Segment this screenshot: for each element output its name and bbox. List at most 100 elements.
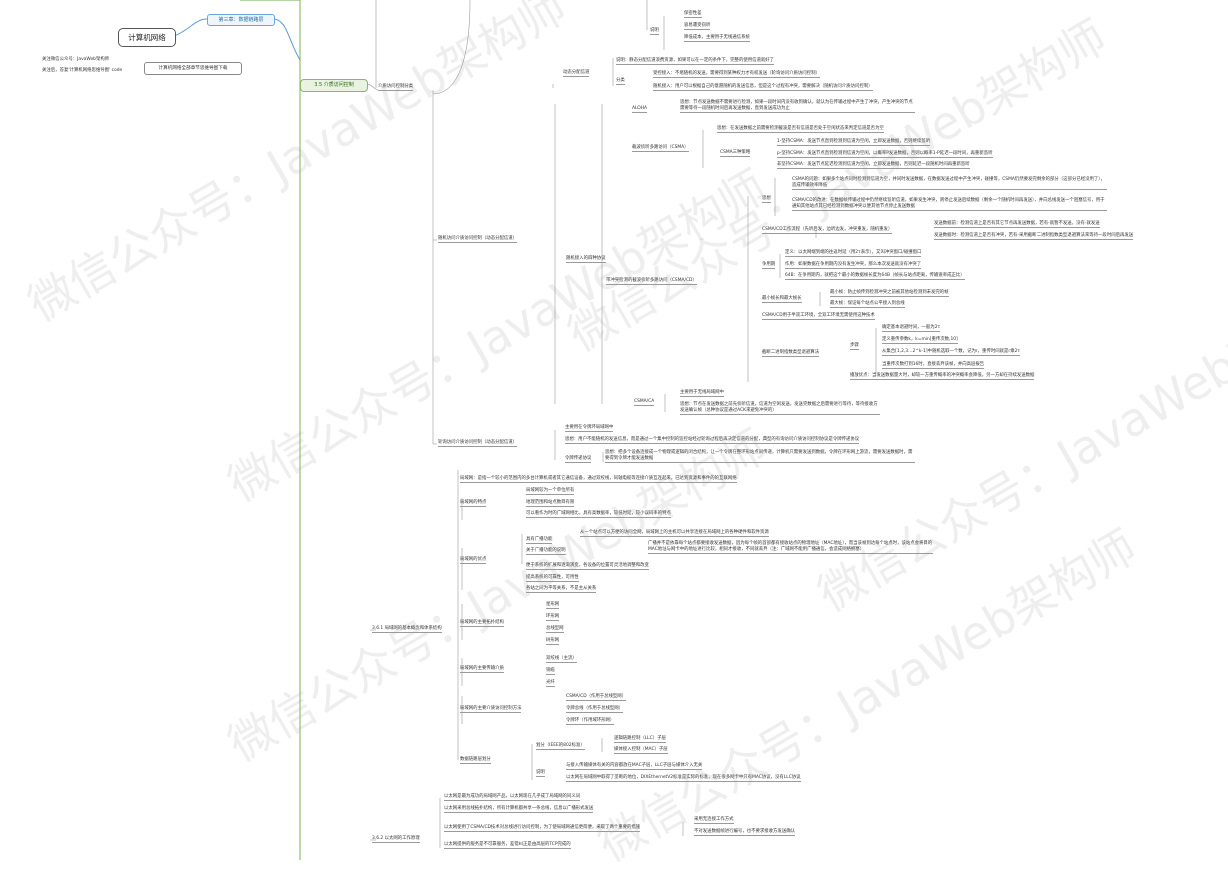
node[interactable]: 载波侦听多路访问（CSMA） [632, 145, 689, 152]
node[interactable]: 64B：在争用期内，就把这个最小的数据帧长度为64B（帧长与站点距离，传输速率成… [785, 273, 965, 280]
node[interactable]: 逻辑链路控制（LLC）子层 [614, 736, 666, 743]
node[interactable]: 提高系统的可靠性，可用性 [526, 575, 579, 582]
connector [272, 18, 301, 61]
node[interactable]: 光纤 [546, 680, 555, 687]
node[interactable]: 截断二进制指数类型退避算法 [762, 350, 820, 357]
connector [173, 18, 208, 37]
node[interactable]: 说明：静态分配信道浪费资源，如果可以在一定的条件下，完整的使用信道就好了 [616, 58, 775, 65]
node[interactable]: 局域网的主要拓扑结构 [460, 620, 504, 627]
node[interactable]: 环形网 [546, 614, 560, 621]
node[interactable]: 定义：以太网端到端的往返时延（用2τ表示），又叫冲突窗口/碰撞窗口 [785, 250, 922, 257]
download-node[interactable]: 计算机网络全部章节思维导图下载 [144, 62, 242, 75]
node[interactable]: CSMA/CD用于半双工环境，全双工环境无需使用这种技术 [762, 313, 875, 320]
node[interactable]: 便于系统的扩展和逐渐演变，各设备的位置可灵活地调整和改变 [526, 563, 649, 570]
node[interactable]: 非坚持CSMA：发送节点延迟检测到信道为空闲，立即发送数据，否则延迟一段随机时间… [777, 162, 970, 169]
node[interactable]: CSMA/CD（作用于总线型网） [566, 694, 627, 701]
node[interactable]: 可以看作为时的广域网相比，具有高数据率，较低时延，较小误码率的特点 [526, 511, 671, 518]
node[interactable]: 受控接入：不堵随机的发送，需要得到某种权力才有权发送（轮询访问介质访问控制） [653, 71, 820, 78]
node[interactable]: 发送数据时：检测信道上是否有冲突，若有-采用截断二进制指数类型退避算法来等待一段… [934, 233, 1134, 240]
node[interactable]: 动态分配信道 [563, 70, 590, 77]
side-note-line: 关注后，答复'计算机网络思维导图' code [42, 68, 123, 73]
node[interactable]: 思想：节点在发送数据之前先侦听信道，信道为空闲发送，发送完数据之后需要进行等待，… [680, 402, 880, 415]
root-node[interactable]: 计算机网络 [118, 28, 176, 47]
node[interactable]: 思想：在发送数据之前需要检测截波是否有信道是否处于空闲状态来判定信道是否为空 [717, 126, 884, 133]
node[interactable]: 以太网在局域网中取得了垄断的地位，DIXEthernetV2标准是实际的标准，现… [566, 775, 801, 782]
node[interactable]: CSMA三种策略 [720, 150, 751, 157]
node[interactable]: p-坚持CSMA：发送节点直到检测到信道为空闲，以概率P发送数据，否则以概率1-… [777, 151, 993, 158]
node[interactable]: 令牌总线（作用于总线型网） [566, 706, 624, 713]
node[interactable]: 从集合[1,2,3…2^k-1]中随机选取一个数，记为r，重传时间就是r乘2τ [882, 349, 1021, 356]
node[interactable]: 局域网的主要传输介质 [460, 666, 504, 673]
node[interactable]: 铜缆 [546, 668, 555, 675]
node[interactable]: 局域网的主要介质访问控制方法 [460, 706, 522, 713]
node[interactable]: CSMA/CA [634, 399, 655, 406]
node[interactable]: 说明 [536, 770, 545, 777]
node[interactable]: 分类 [616, 78, 625, 85]
node[interactable]: 随机访问介质访问控制（动态分配信道） [438, 236, 518, 243]
node[interactable]: 3.6.2 以太网的工作原理 [372, 836, 420, 843]
node[interactable]: 介质访问控制分类 [378, 84, 414, 91]
node[interactable]: 主要用于无线局域网中 [680, 390, 724, 397]
node[interactable]: 带冲突检测的截波侦听多路访问（CSMA/CD） [606, 278, 697, 285]
node[interactable]: 最大帧：保证每个站点公平接入到总线 [830, 301, 905, 308]
node[interactable]: 主要用在令牌环局域网中 [565, 425, 614, 432]
node[interactable]: 从一个站点可以方便的访问全网，局域网上的主机可以共享连接在局域网上的各种硬件和软… [580, 530, 769, 537]
node[interactable]: 以太网采用总线拓扑结构，所有计算机都共享一条总线，信息以广播形式发送 [444, 806, 594, 813]
node[interactable]: 3.6.1 局域网的基本概念和体系结构 [372, 626, 442, 633]
node[interactable]: 步骤 [850, 343, 859, 350]
node[interactable]: 与接入传输媒体有关的内容都放在MAC子层，LLC子层与媒体介入无关 [566, 763, 703, 770]
node[interactable]: 广播并不是依靠每个站点都要接收发送数据，因为每个帧的首部都有接收站点的物理地址（… [648, 541, 933, 554]
node[interactable]: 随机接入：用户可以根据自己的意愿随机的发送信息，但是这个过程有冲突，需要解决（随… [653, 84, 873, 91]
node[interactable]: 当重传次数打到16时，直接丢弃该帧，并向高层报告 [882, 362, 985, 369]
node[interactable]: 树形网 [546, 638, 560, 645]
node[interactable]: 作用：如果数据在争用期内没有发生冲突，那么本次发送就没有冲突了 [785, 262, 922, 269]
node[interactable]: 思想：把多个设备连接成一个物理或逻辑的闭合结构，让一个令牌在整环形站点间传递，计… [605, 450, 915, 463]
node[interactable]: 思想：用户不能随机的发送信息，而是通过一个集中控制的监控站经过轮询过程后再决定信… [565, 437, 860, 444]
node[interactable]: 以太网提供的服务是不可靠服务，差错纠正是由高层的TCP完成的 [444, 842, 571, 849]
node[interactable]: 局域网：是指一个较小的范围内的多台计算机或者其它通信设备，通过双绞线，同轴电缆等… [460, 476, 737, 483]
node[interactable]: 双绞线（主流） [546, 656, 577, 663]
node[interactable]: 具有广播功能 [526, 537, 553, 544]
section-node[interactable]: 3.5 介质访问控制 [300, 79, 368, 92]
node[interactable]: 确定基本退避时间，一般为2τ [882, 325, 941, 332]
node[interactable]: CSMA/CD工作流程（先听后发，边听边发，冲突重发，随机重发） [762, 227, 893, 234]
node[interactable]: 思想：节点发送数据不需要进行检测，如果一段时间内没有收到确认，就认为在传输过程中… [680, 100, 915, 113]
node[interactable]: 思想 [762, 196, 771, 203]
node[interactable]: 局域网较为一个单位所有 [526, 488, 575, 495]
node[interactable]: 采用无连接工作方式 [694, 817, 734, 824]
node[interactable]: 随机接入的四种协议 [566, 256, 606, 263]
node[interactable]: 轮询访问介质访问控制（动态分配信道） [438, 440, 518, 447]
node[interactable]: 发送数据前：检测信道上是否有其它节点再发送数据，若有-就暂不发送，没有-就发送 [934, 221, 1100, 228]
node[interactable]: 容易遭受窃听 [684, 23, 711, 30]
node[interactable]: 以太网是最为成功的局域网产品，以太网现在几乎成了局域网的同义词 [444, 794, 581, 801]
node[interactable]: 关于广播功能的说明 [526, 548, 566, 555]
node[interactable]: 地理范围和站点数目有限 [526, 500, 575, 507]
node[interactable]: CSMA的问题：如果多个站点同时检测到信道为空，并同时发送数据，在数据发送过程中… [792, 177, 1107, 190]
node[interactable]: 局域网的优点 [460, 557, 487, 564]
node[interactable]: 总线型网 [546, 626, 564, 633]
node[interactable]: 争用期 [762, 262, 776, 269]
node[interactable]: 说明 [650, 28, 659, 35]
node[interactable]: 保密性差 [684, 11, 702, 18]
node[interactable]: 数据链路层划分 [460, 757, 491, 764]
node[interactable]: 以太网使用了CSMA/CD技术对总线进行访问控制，为了使局域网通信更简便，采取了… [444, 825, 641, 832]
node[interactable]: 星形网 [546, 602, 560, 609]
node[interactable]: 划分（IEEE的802标准） [536, 743, 585, 750]
node[interactable]: ALOHA [632, 106, 648, 113]
node[interactable]: 1-坚持CSMA：发送节点直到检测到信道为空闲，立即发送数据，否则继续监听 [777, 139, 931, 146]
node[interactable]: 播放优点：当发送数据量大时，却较一方重传概率的冲突概率会降低，另一方却在持续发送… [850, 373, 1035, 380]
node[interactable]: 定义重传参数k，k=min[重传次数,10] [882, 337, 958, 344]
node[interactable]: 局域网的特点 [460, 500, 487, 507]
node[interactable]: 不对发送数据帧进行编号，也不要求接收方发送确认 [694, 829, 795, 836]
node[interactable]: 各站之间为平等关系，不是主从关系 [526, 586, 597, 593]
node[interactable]: 降低成本，主要用于无线通信系统 [684, 35, 750, 42]
side-note-line: 关注微信公众号：JavaWeb架构师 [42, 57, 110, 62]
chapter-node[interactable]: 第三章：数据链路层 [207, 14, 275, 26]
node[interactable]: 最小帧：防止帧传到检测冲突之前被其他站检测到未发完的帧 [830, 290, 949, 297]
node[interactable]: CSMA/CD的改进：在数据帧传输过程中仍然继续监听信道，如果发生冲突，则停止发… [792, 198, 1107, 211]
node[interactable]: 令牌传递协议 [565, 456, 592, 463]
node[interactable]: 最小帧长和最大帧长 [762, 296, 802, 303]
node[interactable]: 令牌环（作用域环形网） [566, 718, 615, 725]
node[interactable]: 媒体接入控制（MAC）子层 [614, 747, 668, 754]
